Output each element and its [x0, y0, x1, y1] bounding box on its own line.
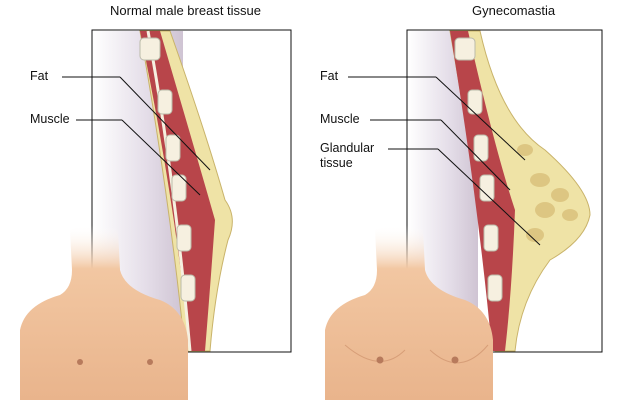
label-muscle-gynecomastia: Muscle — [320, 112, 360, 126]
gynecomastia-title: Gynecomastia — [472, 3, 556, 18]
gynecomastia-torso — [325, 225, 493, 400]
glandular-tissue — [517, 144, 578, 242]
normal-torso — [20, 225, 188, 400]
label-fat-gynecomastia: Fat — [320, 69, 339, 83]
label-fat-normal: Fat — [30, 69, 49, 83]
normal-tissue-title: Normal male breast tissue — [110, 3, 261, 18]
label-muscle-normal: Muscle — [30, 112, 70, 126]
label-glandular-tissue: Glandular tissue — [320, 141, 375, 170]
gynecomastia-panel — [348, 29, 603, 353]
